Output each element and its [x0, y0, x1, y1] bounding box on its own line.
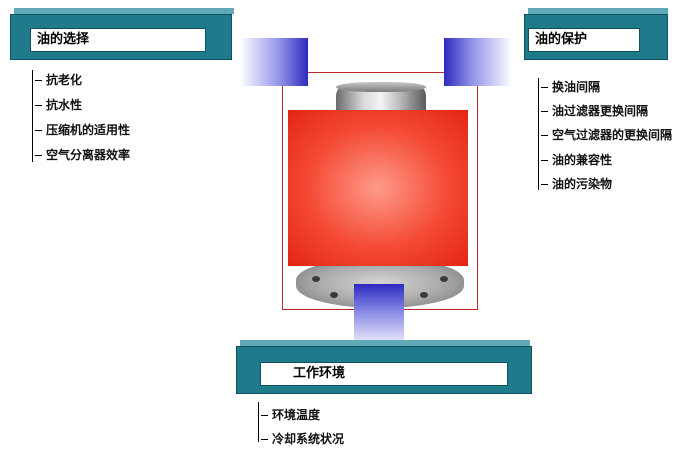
environment-panel-top: [240, 340, 530, 346]
filter-flange-hole: [440, 276, 448, 282]
oil-selection-panel-top: [14, 8, 234, 14]
oil-protection-item: 油的兼容性: [540, 153, 613, 167]
environment-title: 工作环境: [260, 362, 508, 386]
bottom-connector: [354, 284, 404, 350]
oil-selection-title: 油的选择: [30, 28, 206, 52]
oil-protection-panel-top: [528, 8, 668, 14]
filter-cap-rim: [336, 82, 426, 92]
oil-protection-item: 空气过滤器的更换间隔: [540, 128, 673, 142]
oil-selection-item: 压缩机的适用性: [34, 123, 131, 137]
filter-flange-hole: [330, 292, 338, 298]
oil-protection-item: 油过滤器更换间隔: [540, 104, 649, 118]
filter-flange-hole: [420, 292, 428, 298]
oil-selection-bracket: [32, 70, 33, 162]
left-connector: [240, 38, 308, 86]
right-connector: [444, 38, 512, 86]
environment-item: 环境温度: [260, 408, 321, 422]
environment-item: 冷却系统状况: [260, 432, 345, 446]
oil-protection-item: 换油间隔: [540, 80, 601, 94]
oil-protection-bracket: [538, 78, 539, 190]
filter-flange-hole: [312, 276, 320, 282]
oil-selection-item: 抗水性: [34, 98, 83, 112]
environment-bracket: [258, 402, 259, 442]
oil-selection-item: 空气分离器效率: [34, 148, 131, 162]
filter-body: [288, 110, 468, 266]
oil-protection-title: 油的保护: [528, 28, 640, 52]
oil-selection-item: 抗老化: [34, 73, 83, 87]
oil-protection-item: 油的污染物: [540, 177, 613, 191]
